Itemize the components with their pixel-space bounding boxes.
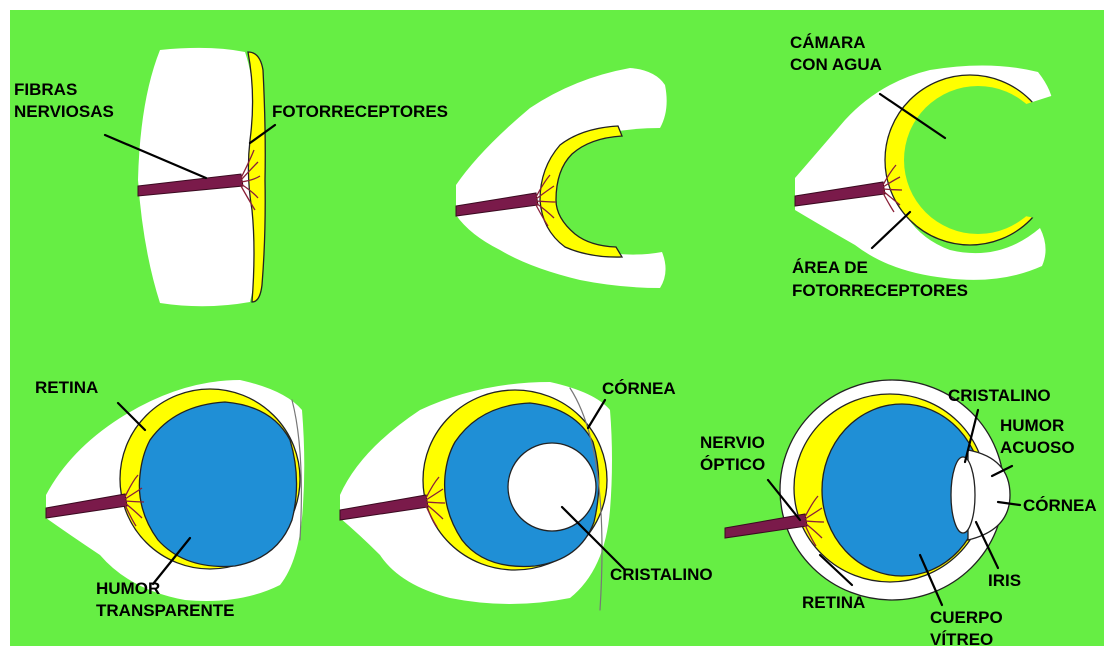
label-humor-acuoso-2: ACUOSO	[1000, 438, 1075, 457]
label-nerviosas: NERVIOSAS	[14, 102, 114, 121]
label-retina-stage6: RETINA	[802, 593, 865, 612]
label-humor-acuoso-1: HUMOR	[1000, 416, 1064, 435]
label-vitreo: VÍTREO	[930, 630, 993, 646]
label-iris: IRIS	[988, 571, 1021, 590]
stage-4-transparent-humor	[139, 402, 296, 566]
label-retina-stage4: RETINA	[35, 378, 98, 397]
label-optico: ÓPTICO	[700, 455, 765, 474]
label-cristalino-stage5: CRISTALINO	[610, 565, 713, 584]
diagram-panel: FIBRAS NERVIOSAS FOTORRECEPTORES CÁMARA …	[10, 10, 1104, 646]
label-area-fotorreceptores: FOTORRECEPTORES	[792, 281, 968, 300]
label-con-agua: CON AGUA	[790, 55, 882, 74]
label-cuerpo: CUERPO	[930, 608, 1003, 627]
label-area-de: ÁREA DE	[792, 258, 868, 277]
stage-5-lens	[508, 443, 596, 531]
label-nervio: NERVIO	[700, 433, 765, 452]
label-transparente: TRANSPARENTE	[96, 601, 235, 620]
label-cornea-stage6: CÓRNEA	[1023, 496, 1097, 515]
label-fibras: FIBRAS	[14, 80, 77, 99]
diagram-canvas: FIBRAS NERVIOSAS FOTORRECEPTORES CÁMARA …	[10, 10, 1104, 646]
label-cornea-stage5: CÓRNEA	[602, 379, 676, 398]
label-camara: CÁMARA	[790, 33, 866, 52]
stage-6-lens	[951, 457, 975, 533]
label-humor: HUMOR	[96, 579, 160, 598]
label-fotorreceptores: FOTORRECEPTORES	[272, 102, 448, 121]
label-cristalino-stage6: CRISTALINO	[948, 386, 1051, 405]
